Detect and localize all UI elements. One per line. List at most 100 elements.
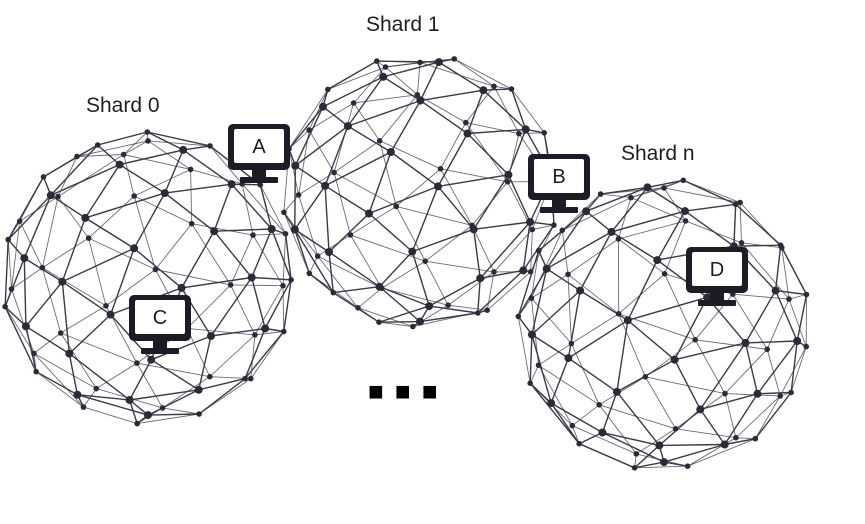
mesh-edge [529, 365, 539, 384]
mesh-edge [634, 461, 665, 469]
mesh-edge [357, 307, 380, 323]
mesh-edge [687, 438, 756, 467]
mesh-edge [630, 187, 665, 199]
mesh-edge [381, 287, 449, 306]
mesh-edge [699, 342, 747, 410]
mesh-edge [627, 319, 676, 361]
mesh-node-dot [319, 102, 327, 111]
mesh-edge [440, 168, 473, 226]
mesh-node-dot [2, 303, 8, 310]
mesh-edge [659, 443, 725, 447]
mesh-edge [162, 407, 200, 415]
mesh-edge [585, 186, 648, 212]
mesh-node-dot [242, 375, 248, 382]
mesh-edge [191, 223, 254, 236]
mesh-node-dot [469, 222, 475, 229]
mesh-node-dot [227, 180, 236, 189]
mesh-edge [788, 298, 807, 347]
mesh-node-dot [720, 440, 729, 449]
mesh-edge [724, 393, 737, 438]
mesh-edge [741, 242, 790, 300]
mesh-node-dot [631, 465, 638, 471]
mesh-edge [123, 131, 148, 155]
mesh-edge [522, 221, 531, 271]
mesh-edge [493, 229, 533, 273]
mesh-node-dot [684, 463, 691, 470]
mesh-edge [658, 408, 701, 446]
shard-1-label: Shard 1 [366, 13, 440, 36]
mesh-node-dot [144, 411, 152, 420]
mesh-edge [618, 313, 696, 341]
mesh-edge [529, 334, 533, 384]
mesh-node-dot [120, 151, 127, 158]
mesh-edge [84, 164, 121, 219]
mesh-edge [259, 184, 273, 230]
mesh-edge [146, 131, 184, 151]
mesh-edge [600, 187, 665, 195]
mesh-edge [60, 305, 107, 334]
mesh-edge [453, 58, 495, 87]
mesh-edge [378, 305, 430, 323]
mesh-edge [333, 286, 380, 294]
mesh-node-dot [281, 209, 287, 216]
mesh-node-dot [475, 310, 481, 316]
mesh-node-dot [134, 360, 140, 366]
mesh-node-dot [152, 266, 159, 273]
mesh-node-dot [628, 194, 634, 201]
mesh-edge [230, 234, 254, 286]
mesh-edge [379, 140, 441, 170]
mesh-node-dot [463, 129, 472, 138]
mesh-node-dot [777, 393, 783, 399]
mesh-edge [396, 205, 473, 226]
mesh-edge [507, 174, 531, 223]
computer-b-icon: B [528, 154, 590, 213]
mesh-edge [522, 224, 555, 271]
mesh-edge [611, 210, 686, 233]
mesh-edge [531, 334, 552, 404]
mesh-edge [617, 197, 632, 240]
mesh-node-dot [376, 319, 382, 326]
mesh-edge [724, 393, 781, 397]
mesh-node-dot [16, 218, 23, 224]
mesh-edge [378, 321, 413, 327]
mesh-edge [333, 102, 355, 173]
mesh-node-dot [527, 380, 533, 387]
mesh-edge [251, 276, 292, 281]
mesh-node-dot [159, 405, 166, 411]
mesh-node-dot [227, 282, 234, 288]
mesh-node-dot [177, 283, 186, 292]
mesh-node-dot [103, 303, 109, 309]
mesh-node-dot [74, 153, 80, 160]
mesh-node-dot [434, 58, 443, 67]
mesh-node-dot [207, 332, 215, 340]
mesh-edge [379, 140, 397, 207]
mesh-edge [411, 251, 430, 307]
mesh-edge [465, 122, 508, 183]
mesh-edge [663, 187, 686, 222]
mesh-node-dot [703, 293, 712, 302]
mesh-edge [477, 278, 481, 314]
mesh-edge [97, 131, 148, 146]
mesh-edge [477, 269, 524, 314]
mesh-edge [739, 202, 742, 243]
mesh-edge [25, 281, 63, 327]
mesh-edge [88, 195, 135, 239]
mesh-node-dot [597, 191, 604, 197]
mesh-node-dot [93, 385, 100, 392]
mesh-edge [567, 238, 619, 275]
mesh-edge [425, 260, 495, 273]
mesh-edge [572, 425, 637, 455]
mesh-node-dot [73, 390, 82, 399]
mesh-node-dot [569, 422, 576, 429]
mesh-edge [694, 339, 726, 394]
mesh-node-dot [655, 441, 664, 450]
mesh-node-dot [281, 328, 287, 335]
mesh-node-dot [752, 435, 759, 442]
mesh-edge [440, 168, 508, 183]
mesh-edge [19, 221, 43, 268]
mesh-edge [68, 314, 112, 355]
mesh-edge [437, 185, 475, 230]
mesh-node-dot [410, 323, 416, 330]
shard-0-sphere [2, 129, 294, 427]
computer-d-label: D [710, 259, 724, 281]
